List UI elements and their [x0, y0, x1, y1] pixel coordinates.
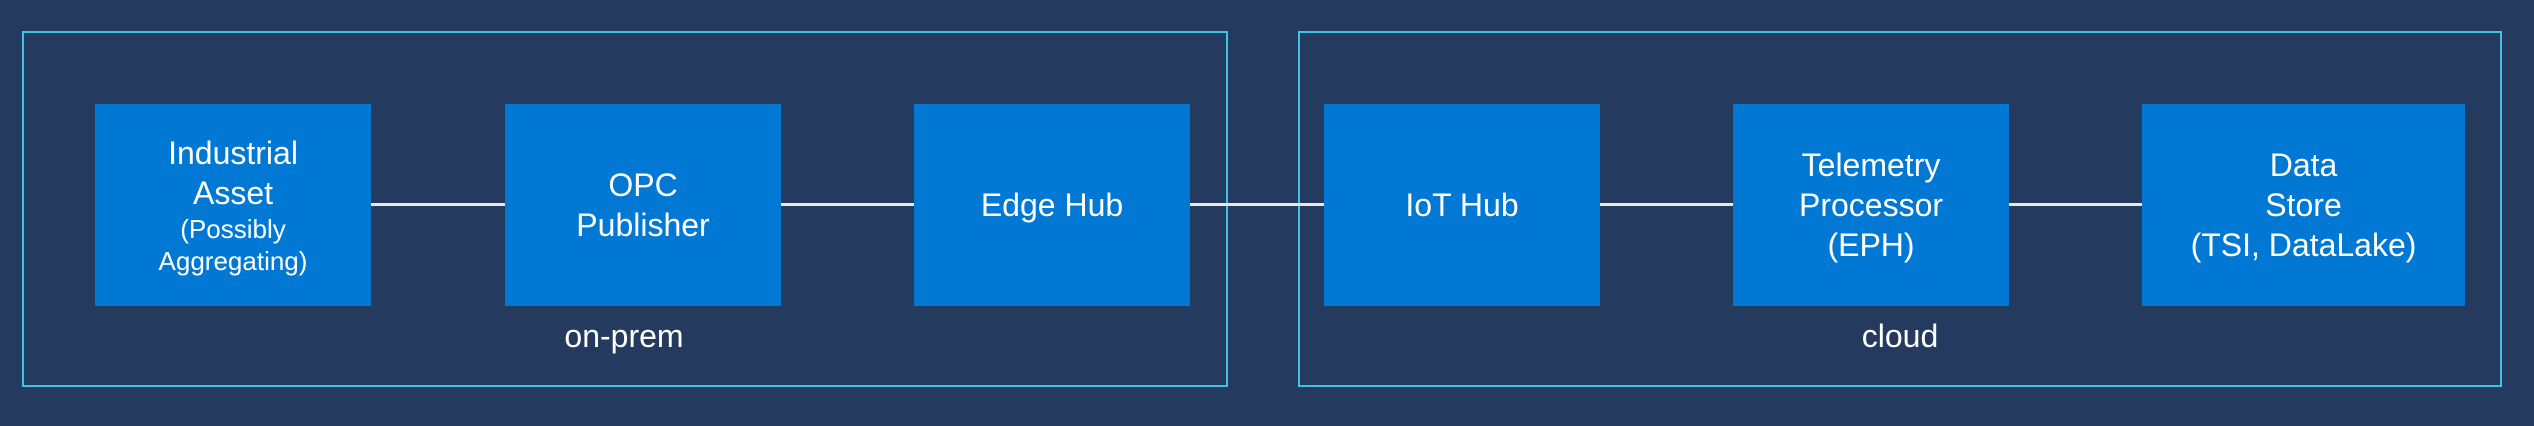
- node-sublabel-line: (Possibly: [180, 213, 286, 244]
- node-label-line: Asset: [192, 174, 274, 211]
- on-prem-label: on-prem: [564, 318, 684, 354]
- node-industrial-asset: Industrial Asset (Possibly Aggregating): [95, 104, 371, 306]
- on-prem-region: [22, 31, 1228, 387]
- node-iot-hub: IoT Hub: [1324, 104, 1600, 306]
- node-label-line: Edge Hub: [980, 187, 1124, 223]
- connector-asset-to-publisher: [370, 203, 506, 206]
- connector-edgehub-to-iothub: [1190, 203, 1326, 206]
- cloud-region: [1298, 31, 2502, 387]
- node-label-line: OPC: [608, 167, 678, 203]
- node-data-store: Data Store (TSI, DataLake): [2142, 104, 2465, 306]
- connector-publisher-to-edgehub: [780, 203, 914, 206]
- node-telemetry-processor: Telemetry Processor (EPH): [1733, 104, 2009, 306]
- node-opc-publisher: OPC Publisher: [505, 104, 781, 306]
- node-sublabel-line: Aggregating): [158, 246, 308, 276]
- node-label-line: Processor: [1798, 187, 1944, 223]
- connector-telemetry-to-datastore: [2008, 203, 2144, 206]
- node-label-line: Store: [2265, 187, 2342, 223]
- node-label-line: IoT Hub: [1405, 187, 1519, 223]
- node-label-line: (EPH): [1827, 227, 1915, 263]
- node-label-line: Telemetry: [1801, 147, 1941, 183]
- node-label-line: Publisher: [576, 207, 710, 243]
- node-label-line: Data: [2269, 147, 2338, 183]
- node-label-line: Industrial: [168, 134, 298, 171]
- node-label-line: (TSI, DataLake): [2190, 227, 2417, 263]
- cloud-label: cloud: [1861, 318, 1939, 354]
- node-edge-hub: Edge Hub: [914, 104, 1190, 306]
- connector-iothub-to-telemetry: [1600, 203, 1734, 206]
